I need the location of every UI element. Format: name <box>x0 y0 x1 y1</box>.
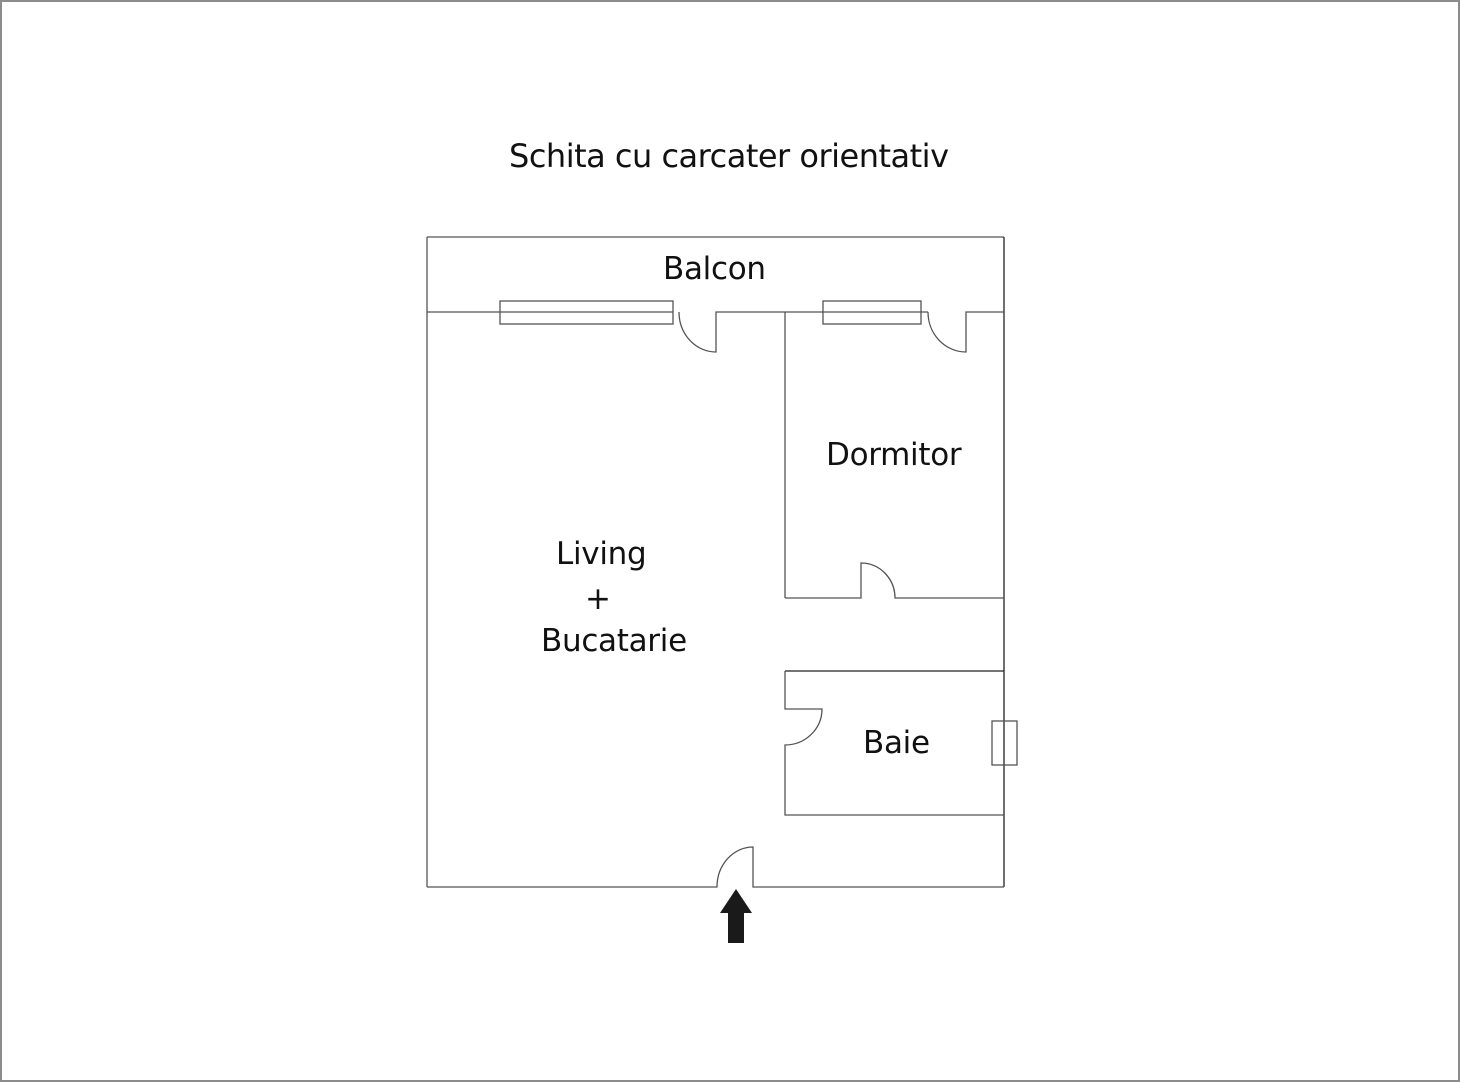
dormitor-balcony-door <box>927 311 1004 353</box>
room-label-plus: + <box>585 581 611 617</box>
room-label-dormitor: Dormitor <box>826 437 962 473</box>
dormitor-door <box>785 562 1004 599</box>
living-window <box>499 300 674 325</box>
baie-door <box>784 671 1004 816</box>
dormitor-window <box>822 300 922 325</box>
arrow-up-icon <box>720 889 752 943</box>
baie-window <box>991 720 1018 766</box>
room-label-bucatarie: Bucatarie <box>541 623 687 659</box>
room-label-living: Living <box>556 536 647 572</box>
room-label-balcon: Balcon <box>663 251 766 287</box>
entrance-door <box>427 846 1004 888</box>
living-balcony-door <box>678 311 784 353</box>
plan-title: Schita cu carcater orientativ <box>509 137 949 175</box>
room-label-baie: Baie <box>863 725 930 761</box>
